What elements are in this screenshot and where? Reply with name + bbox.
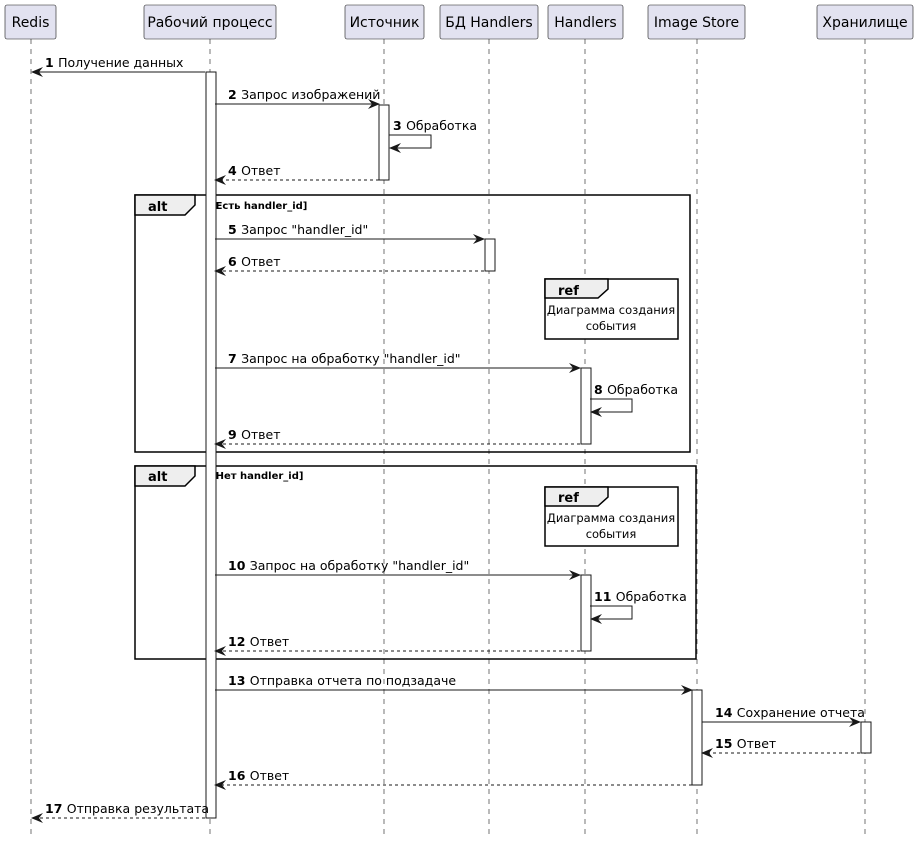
message-label: 6 Ответ [228, 254, 281, 269]
participant-redis: Redis [4, 4, 57, 40]
ref-text-line1: Диаграмма создания [547, 511, 675, 525]
svg-text:БД Handlers: БД Handlers [445, 15, 532, 31]
alt-fragment-has-handler: alt [Есть handler_id] [134, 194, 691, 453]
message-label: 7 Запрос на обработку "handler_id" [228, 351, 461, 366]
activation-bar [691, 689, 703, 786]
message-label: 5 Запрос "handler_id" [228, 222, 368, 237]
message-3: 3 Обработка [389, 118, 477, 153]
svg-text:Рабочий процесс: Рабочий процесс [147, 15, 272, 31]
message-7: 7 Запрос на обработку "handler_id" [215, 351, 581, 373]
participant-storage: Хранилище [816, 4, 914, 40]
ref-text-line1: Диаграмма создания [547, 303, 675, 317]
message-2: 2 Запрос изображений [215, 87, 380, 109]
message-10: 10 Запрос на обработку "handler_id" [215, 558, 581, 580]
svg-text:Хранилище: Хранилище [822, 15, 907, 31]
message-label: 4 Ответ [228, 163, 281, 178]
ref-keyword: ref [558, 491, 579, 506]
message-13: 13 Отправка отчета по подзадаче [215, 673, 693, 695]
self-message-arrow [389, 134, 432, 153]
message-label: 17 Отправка результата [45, 801, 209, 816]
ref-event-diagram: ref Диаграмма создания события [544, 278, 679, 340]
activation-bar [378, 104, 390, 181]
svg-text:Источник: Источник [350, 15, 420, 31]
message-label: 9 Ответ [228, 427, 281, 442]
message-14: 14 Сохранение отчета [702, 705, 865, 727]
message-label: 16 Ответ [228, 768, 289, 783]
participant-image-store: Image Store [647, 4, 746, 40]
ref-event-diagram: ref Диаграмма создания события [544, 486, 679, 547]
message-label: 13 Отправка отчета по подзадаче [228, 673, 456, 688]
activation-bar [484, 238, 496, 272]
message-label: 11 Обработка [594, 589, 687, 604]
participant-source: Источник [344, 4, 425, 40]
activation-bar [580, 574, 592, 652]
message-17: 17 Отправка результата [31, 801, 209, 823]
alt-keyword: alt [148, 200, 167, 215]
message-label: 10 Запрос на обработку "handler_id" [228, 558, 469, 573]
alt-condition: [Есть handler_id] [211, 201, 307, 212]
message-16: 16 Ответ [214, 768, 692, 790]
alt-fragment-no-handler: alt [Нет handler_id] [134, 465, 697, 660]
message-11: 11 Обработка [590, 589, 687, 624]
alt-condition: [Нет handler_id] [211, 471, 303, 482]
message-label: 14 Сохранение отчета [715, 705, 865, 720]
message-4: 4 Ответ [214, 163, 379, 185]
ref-keyword: ref [558, 284, 579, 299]
message-15: 15 Ответ [701, 736, 860, 758]
message-5: 5 Запрос "handler_id" [215, 222, 485, 244]
participant-db-handlers: БД Handlers [439, 4, 539, 40]
message-9: 9 Ответ [214, 427, 580, 449]
message-label: 3 Обработка [393, 118, 477, 133]
message-label: 12 Ответ [228, 634, 289, 649]
activation-bar [205, 71, 217, 819]
svg-text:Image Store: Image Store [654, 15, 739, 31]
activation-bar [860, 721, 872, 754]
self-message-arrow [590, 398, 633, 417]
message-label: 2 Запрос изображений [228, 87, 380, 102]
svg-text:Handlers: Handlers [554, 15, 616, 31]
message-1: 1 Получение данных [31, 55, 205, 77]
self-message-arrow [590, 605, 633, 624]
message-label: 1 Получение данных [45, 55, 183, 70]
message-6: 6 Ответ [214, 254, 484, 276]
message-label: 8 Обработка [594, 382, 678, 397]
ref-text-line2: события [586, 319, 637, 333]
alt-keyword: alt [148, 470, 167, 485]
ref-text-line2: события [586, 527, 637, 541]
participant-worker: Рабочий процесс [143, 4, 277, 40]
svg-text:Redis: Redis [12, 15, 50, 31]
message-label: 15 Ответ [715, 736, 776, 751]
activation-bar [580, 367, 592, 445]
message-12: 12 Ответ [214, 634, 580, 656]
message-8: 8 Обработка [590, 382, 678, 417]
participant-handlers: Handlers [547, 4, 624, 40]
